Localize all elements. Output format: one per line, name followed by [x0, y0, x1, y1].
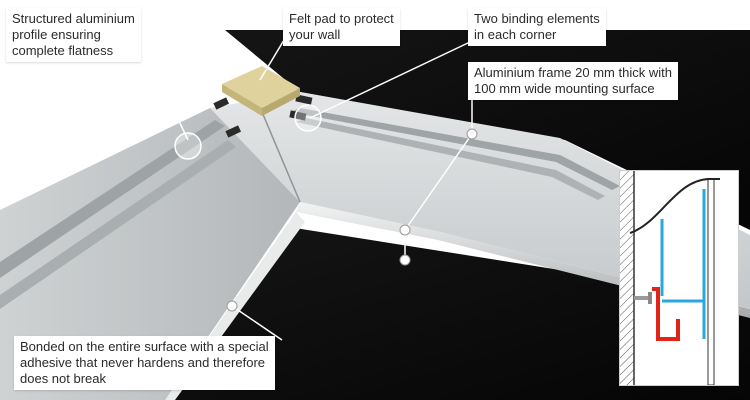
miter-seam — [261, 111, 301, 203]
marker-structured-profile — [174, 132, 202, 160]
binding-clip-3 — [295, 94, 313, 105]
frame-top-rail — [210, 92, 750, 310]
callout-text: complete flatness — [12, 43, 114, 58]
marker-frame-mid — [399, 224, 411, 236]
callout-text: Two binding elements — [474, 11, 600, 26]
leader-frame-thickness-2 — [404, 133, 473, 231]
hatched-wall-icon — [620, 171, 634, 385]
callout-text: Felt pad to protect — [289, 11, 394, 26]
callout-text: does not break — [20, 371, 107, 386]
felt-pad-side — [222, 84, 262, 116]
callout-bonded-surface: Bonded on the entire surface with a spec… — [14, 336, 275, 390]
screw-icon — [634, 292, 652, 304]
callout-text: Aluminium frame 20 mm thick with — [474, 65, 672, 80]
cross-section-drawing — [620, 171, 720, 385]
callout-text: Structured aluminium — [12, 11, 135, 26]
callout-binding-elements: Two binding elements in each corner — [468, 8, 606, 46]
callout-text: in each corner — [474, 27, 557, 42]
marker-frame-bottom — [399, 254, 411, 266]
felt-pad — [222, 66, 300, 108]
callout-structured-profile: Structured aluminium profile ensuring co… — [6, 8, 141, 62]
callout-frame-thickness: Aluminium frame 20 mm thick with 100 mm … — [468, 62, 678, 100]
print-curve — [629, 178, 720, 234]
felt-pad-side-2 — [262, 88, 300, 116]
wall-hook-icon — [652, 287, 680, 341]
marker-bonded-surface — [226, 300, 238, 312]
marker-frame-top — [466, 128, 478, 140]
leader-bonded-surface — [231, 305, 283, 341]
callout-felt-pad: Felt pad to protect your wall — [283, 8, 400, 46]
leader-structured-profile — [149, 59, 189, 141]
binding-clip-2 — [225, 125, 242, 138]
marker-binding-elements — [294, 104, 322, 132]
callout-text: profile ensuring — [12, 27, 101, 42]
callout-text: adhesive that never hardens and therefor… — [20, 355, 266, 370]
left-rail-groove — [0, 120, 225, 278]
panel-dark-surface — [165, 228, 750, 400]
callout-text: 100 mm wide mounting surface — [474, 81, 655, 96]
binding-clip-1 — [213, 97, 230, 110]
binding-clip-4 — [289, 110, 307, 121]
leader-binding-elements — [309, 41, 471, 119]
callout-text: Bonded on the entire surface with a spec… — [20, 339, 269, 354]
cross-section-inset — [619, 170, 739, 386]
top-rail-groove — [290, 108, 620, 190]
callout-text: your wall — [289, 27, 341, 42]
top-rail-groove-2 — [296, 118, 605, 200]
left-rail-groove-2 — [0, 140, 236, 309]
panel-section — [707, 178, 715, 385]
frame-profile-section-icon — [660, 189, 706, 339]
frame-left-rail — [0, 108, 300, 400]
